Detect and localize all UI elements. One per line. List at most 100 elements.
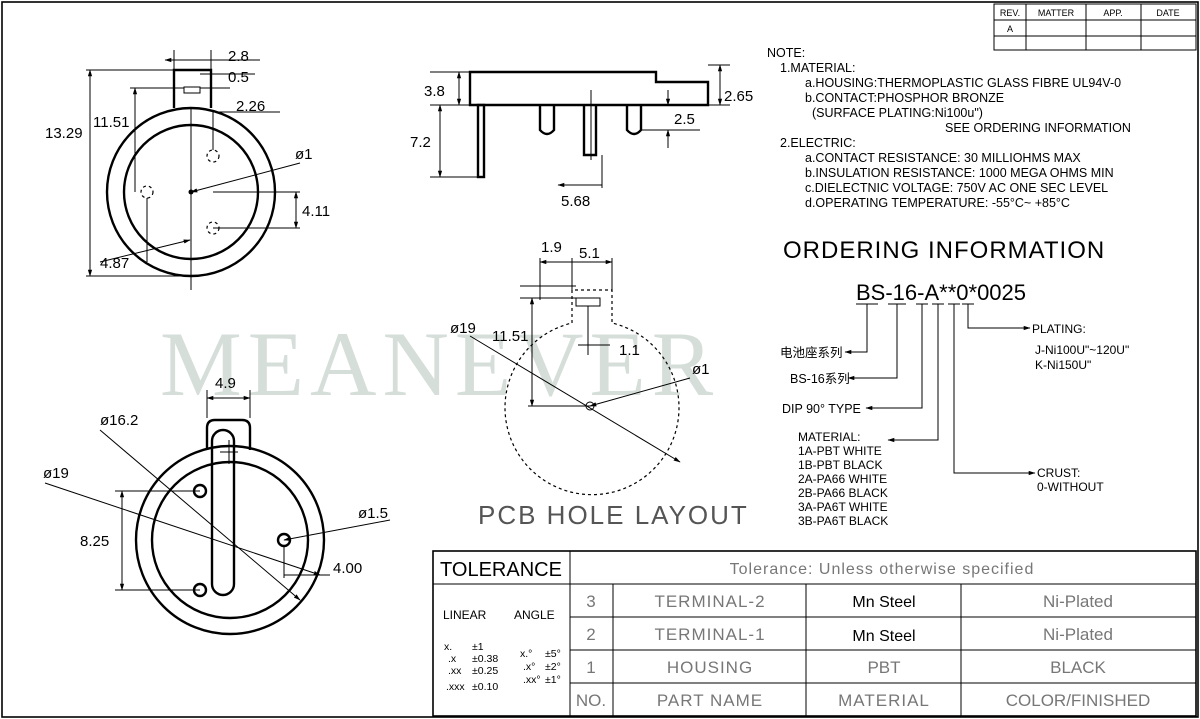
note-line: b.INSULATION RESISTANCE: 1000 MEGA OHMS … (805, 166, 1114, 180)
linear-value: ±0.10 (472, 681, 498, 693)
plating-heading: PLATING: (1032, 322, 1086, 336)
note-line: c.DIELECTNIC VOLTAGE: 750V AC ONE SEC LE… (805, 181, 1108, 195)
dim-diameter-1: ø1 (295, 146, 313, 163)
angle-value: ±2° (545, 661, 561, 673)
material-item: 1B-PBT BLACK (798, 458, 882, 472)
pcb-layout-title: PCB HOLE LAYOUT (478, 500, 749, 530)
angle-value: ±5° (545, 648, 561, 660)
ordering-title: ORDERING INFORMATION (783, 237, 1105, 264)
bs16-cn-label: BS-16系列 (790, 372, 850, 386)
linear-value: ±0.25 (472, 665, 498, 677)
part-no: 1 (586, 658, 595, 677)
part-material: Mn Steel (852, 594, 915, 611)
material-item: 1A-PBT WHITE (798, 444, 882, 458)
linear-key: .xx (448, 665, 462, 677)
material-item: 3A-PA6T WHITE (798, 500, 888, 514)
pcb-layout-drawing: 1.9 5.1 11.51 ø19 1.1 ø1 PCB HOLE LAYOUT (450, 239, 749, 530)
dim-2-5: 2.5 (674, 111, 695, 128)
notes-heading: NOTE: (767, 46, 805, 60)
watermark: MEANEVER (160, 313, 719, 415)
dim-4-9: 4.9 (215, 375, 236, 392)
material-heading: MATERIAL: (798, 430, 860, 444)
linear-label: LINEAR (443, 608, 487, 622)
matter-header: MATTER (1038, 8, 1075, 18)
col-header-color-finished: COLOR/FINISHED (1006, 691, 1151, 710)
top-view-drawing: 2.8 0.5 13.29 11.51 2.26 ø1 4.11 4.87 (45, 48, 330, 290)
revision-block: REV. MATTER APP. DATE A (993, 3, 1197, 51)
note-line: SEE ORDERING INFORMATION (945, 121, 1131, 135)
tolerance-subtitle: Tolerance: Unless otherwise specified (730, 561, 1035, 578)
part-material: Mn Steel (852, 628, 915, 645)
linear-key: .xxx (446, 681, 465, 693)
series-cn-label: 电池座系列 (780, 345, 843, 360)
dim-8-25: 8.25 (80, 533, 109, 550)
app-header: APP. (1103, 8, 1122, 18)
crust-value: 0-WITHOUT (1037, 480, 1104, 494)
side-view-drawing: 3.8 7.2 2.65 2.5 5.68 (410, 64, 753, 210)
material-item: 2A-PA66 WHITE (798, 472, 887, 486)
note-line: b.CONTACT:PHOSPHOR BRONZE (805, 91, 1004, 105)
dim-4-00: 4.00 (333, 560, 362, 577)
dim-11-51: 11.51 (93, 114, 129, 131)
linear-value: ±0.38 (472, 653, 498, 665)
part-material: PBT (867, 658, 900, 677)
dip-label: DIP 90° TYPE (782, 402, 861, 416)
part-finish: BLACK (1050, 658, 1106, 677)
dim-diameter-19: ø19 (43, 465, 69, 482)
ordering-code: BS-16-A**0*0025 (856, 280, 1026, 305)
rev-header: REV. (1000, 8, 1020, 18)
part-no: 3 (586, 592, 595, 611)
part-name: TERMINAL-2 (654, 592, 765, 611)
dim-diameter-1-5: ø1.5 (358, 505, 388, 522)
bottom-view-drawing: 4.9 ø16.2 ø19 ø1.5 8.25 4.00 (43, 375, 391, 636)
dim-1-1: 1.1 (619, 342, 640, 359)
note-line: (SURFACE PLATING:Ni100u") (812, 106, 983, 120)
linear-value: ±1 (472, 641, 484, 653)
rev-value: A (1007, 24, 1013, 34)
dim-0-5: 0.5 (228, 69, 249, 86)
linear-key: x. (444, 641, 452, 653)
part-finish: Ni-Plated (1043, 625, 1113, 644)
part-name: TERMINAL-1 (654, 625, 765, 644)
dim-5-1: 5.1 (579, 245, 600, 262)
plating-option: J-Ni100U"~120U" (1035, 343, 1129, 357)
dim-1-9: 1.9 (541, 239, 562, 256)
title-block: TOLERANCE Tolerance: Unless otherwise sp… (432, 550, 1197, 717)
dim-2-65: 2.65 (724, 88, 753, 105)
ordering-block: ORDERING INFORMATION BS-16-A**0*0025 电池座… (780, 237, 1129, 528)
angle-value: ±1° (545, 674, 561, 686)
col-header-part-name: PART NAME (657, 691, 763, 710)
linear-key: .x (448, 653, 457, 665)
note-line: d.OPERATING TEMPERATURE: -55°C~ +85°C (805, 196, 1070, 210)
material-item: 2B-PA66 BLACK (798, 486, 888, 500)
notes-block: NOTE: 1.MATERIAL: a.HOUSING:THERMOPLASTI… (767, 46, 1131, 210)
dim-diameter-1-pcb: ø1 (692, 361, 710, 378)
dim-diameter-16-2: ø16.2 (100, 412, 138, 429)
angle-label: ANGLE (514, 608, 555, 622)
tolerance-title: TOLERANCE (440, 559, 562, 581)
part-finish: Ni-Plated (1043, 592, 1113, 611)
crust-heading: CRUST: (1037, 466, 1080, 480)
dim-5-68: 5.68 (561, 193, 590, 210)
dim-diameter-19-pcb: ø19 (450, 320, 476, 337)
plating-option: K-Ni150U" (1035, 358, 1091, 372)
dim-7-2: 7.2 (410, 134, 431, 151)
angle-key: x.° (520, 648, 532, 660)
dim-2-8: 2.8 (228, 48, 249, 65)
part-name: HOUSING (667, 658, 753, 677)
dim-4-11: 4.11 (302, 203, 330, 220)
dim-11-51-pcb: 11.51 (492, 328, 528, 345)
date-header: DATE (1156, 8, 1179, 18)
note-line: a.HOUSING:THERMOPLASTIC GLASS FIBRE UL94… (805, 76, 1121, 90)
angle-key: .x° (523, 661, 535, 673)
dim-13-29: 13.29 (45, 125, 83, 142)
dim-3-8: 3.8 (424, 83, 445, 100)
note-line: a.CONTACT RESISTANCE: 30 MILLIOHMS MAX (805, 151, 1081, 165)
part-no: 2 (586, 625, 595, 644)
note-line: 2.ELECTRIC: (780, 136, 856, 150)
material-item: 3B-PA6T BLACK (798, 514, 888, 528)
dim-2-26: 2.26 (236, 98, 265, 115)
dim-4-87: 4.87 (100, 255, 129, 272)
